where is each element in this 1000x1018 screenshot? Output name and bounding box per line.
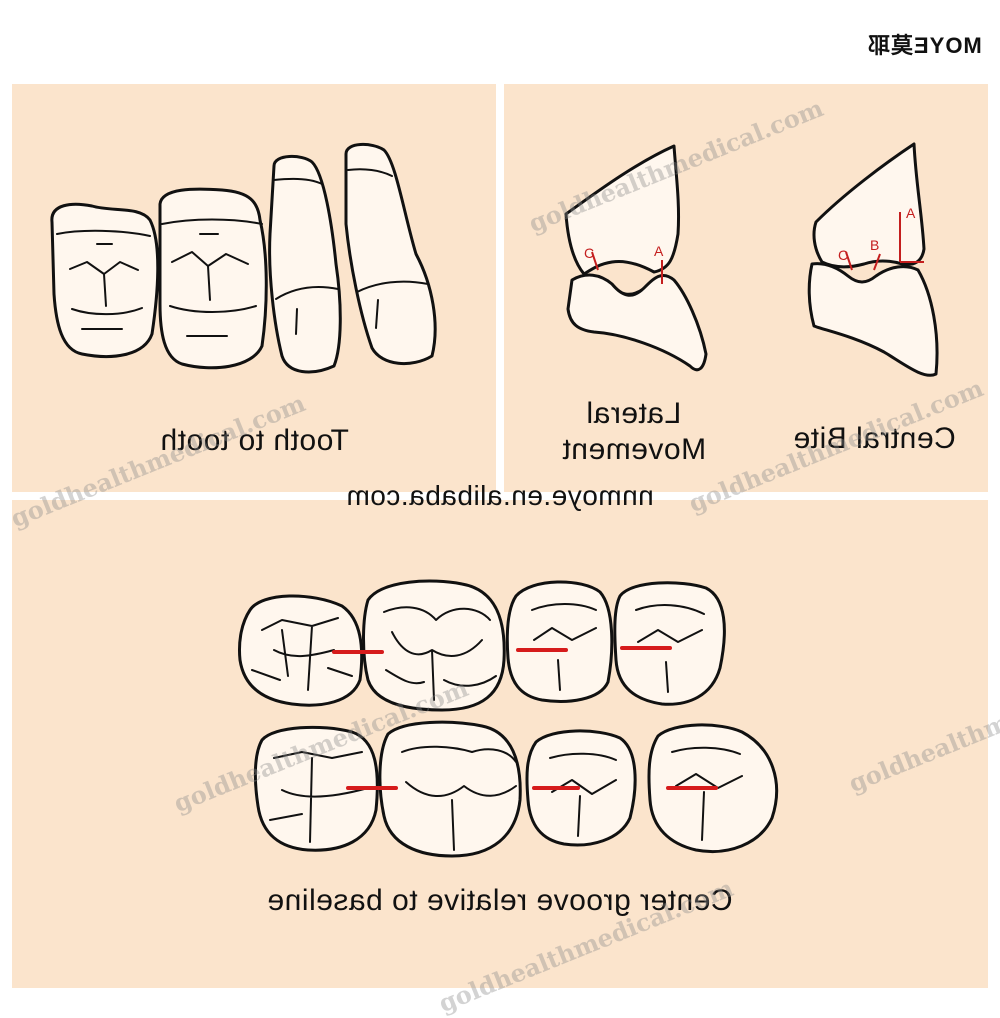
central-bite-caption: Central Bite <box>792 422 956 455</box>
label-a: A <box>906 205 916 221</box>
lateral-caption-line1: Lateral <box>586 397 682 430</box>
center-groove-illustration <box>238 579 779 858</box>
brand-logo: MOYE莫耶 <box>867 24 982 64</box>
center-groove-panel: Center groove relative to baseline <box>12 500 988 988</box>
upper-premolar <box>505 580 614 703</box>
store-url: nnmoye.en.alibaba.com <box>346 480 654 511</box>
premolar-tooth <box>268 155 342 374</box>
upper-molar <box>238 594 364 707</box>
central-upper-tooth <box>812 142 926 269</box>
lateral-caption-line2: Movement <box>561 433 707 466</box>
premolar-tooth <box>344 143 437 366</box>
url-text-container: nnmoye.en.alibaba.com <box>0 480 1000 512</box>
logo-text: MOYE莫耶 <box>867 33 982 58</box>
molar-tooth <box>158 187 268 370</box>
bite-movement-panel: C A A B C Lateral Movement Central Bite <box>504 84 988 492</box>
bite-movement-illustration: C A A B C <box>564 142 939 377</box>
central-lower-tooth <box>807 262 939 377</box>
lateral-lower-tooth <box>566 273 708 372</box>
lower-molar <box>253 725 379 852</box>
tooth-to-tooth-illustration <box>50 143 437 374</box>
label-c: C <box>838 247 848 263</box>
label-a: A <box>654 243 664 259</box>
tooth-to-tooth-panel: Tooth to tooth <box>12 84 496 492</box>
label-b: B <box>870 237 879 253</box>
upper-premolar <box>613 581 726 706</box>
tooth-to-tooth-caption: Tooth to tooth <box>159 424 349 457</box>
label-c: C <box>584 245 594 261</box>
lower-premolar <box>525 729 637 847</box>
center-groove-caption: Center groove relative to baseline <box>267 884 733 917</box>
lower-molar <box>378 720 522 858</box>
